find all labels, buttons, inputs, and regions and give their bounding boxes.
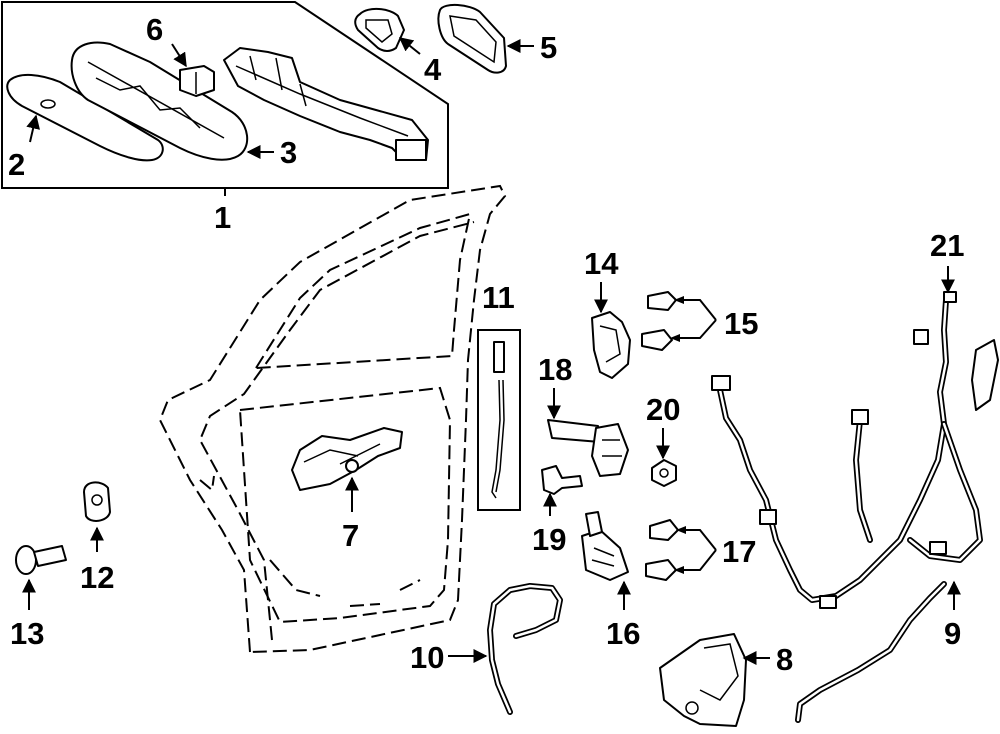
callout-18: 18 bbox=[538, 352, 572, 387]
callout-4: 4 bbox=[424, 52, 442, 87]
part-12-grommet bbox=[83, 481, 111, 522]
part-21-wiring-harness bbox=[711, 291, 999, 609]
part-18-door-check bbox=[547, 419, 629, 477]
handle-bracket bbox=[223, 47, 429, 161]
callout-13: 13 bbox=[10, 616, 44, 651]
callout-9: 9 bbox=[944, 616, 961, 651]
part-14-striker bbox=[591, 311, 631, 379]
callout-7: 7 bbox=[342, 518, 359, 553]
handle-assembly-inset bbox=[1, 1, 449, 196]
callout-15: 15 bbox=[724, 306, 758, 341]
callout-17: 17 bbox=[722, 534, 756, 569]
door-outline bbox=[158, 184, 507, 654]
part-5-gasket bbox=[437, 4, 507, 74]
callout-6: 6 bbox=[146, 12, 163, 47]
callout-labels: 1 2 3 4 5 6 7 8 9 10 11 12 13 14 15 16 1… bbox=[8, 12, 964, 677]
part-11-rod bbox=[477, 329, 521, 511]
part-13-bolt bbox=[15, 545, 67, 575]
part-9-cable bbox=[795, 581, 947, 723]
leader-lines bbox=[22, 37, 961, 665]
part-8-latch bbox=[659, 633, 747, 727]
callout-1: 1 bbox=[214, 200, 231, 235]
part-6-clip bbox=[179, 65, 215, 97]
part-16-hinge bbox=[581, 511, 629, 581]
callout-12: 12 bbox=[80, 560, 114, 595]
callout-14: 14 bbox=[584, 246, 619, 281]
callout-3: 3 bbox=[280, 135, 297, 170]
callout-21: 21 bbox=[930, 228, 964, 263]
callout-19: 19 bbox=[532, 522, 566, 557]
part-10-cable bbox=[487, 583, 563, 715]
callout-20: 20 bbox=[646, 392, 680, 427]
part-4-bezel bbox=[354, 8, 405, 52]
part-2-handle-cover bbox=[6, 74, 164, 162]
callout-10: 10 bbox=[410, 640, 444, 675]
part-15-bolts bbox=[641, 291, 677, 351]
part-3-handle-base bbox=[70, 41, 248, 161]
callout-11: 11 bbox=[482, 280, 515, 315]
part-20-nut bbox=[651, 459, 677, 487]
part-17-bolts bbox=[645, 519, 679, 581]
part-7-inside-handle bbox=[291, 427, 403, 491]
callout-5: 5 bbox=[540, 30, 557, 65]
callout-16: 16 bbox=[606, 616, 640, 651]
callout-8: 8 bbox=[776, 642, 793, 677]
part-19-bolt bbox=[541, 465, 583, 495]
callout-2: 2 bbox=[8, 147, 25, 182]
